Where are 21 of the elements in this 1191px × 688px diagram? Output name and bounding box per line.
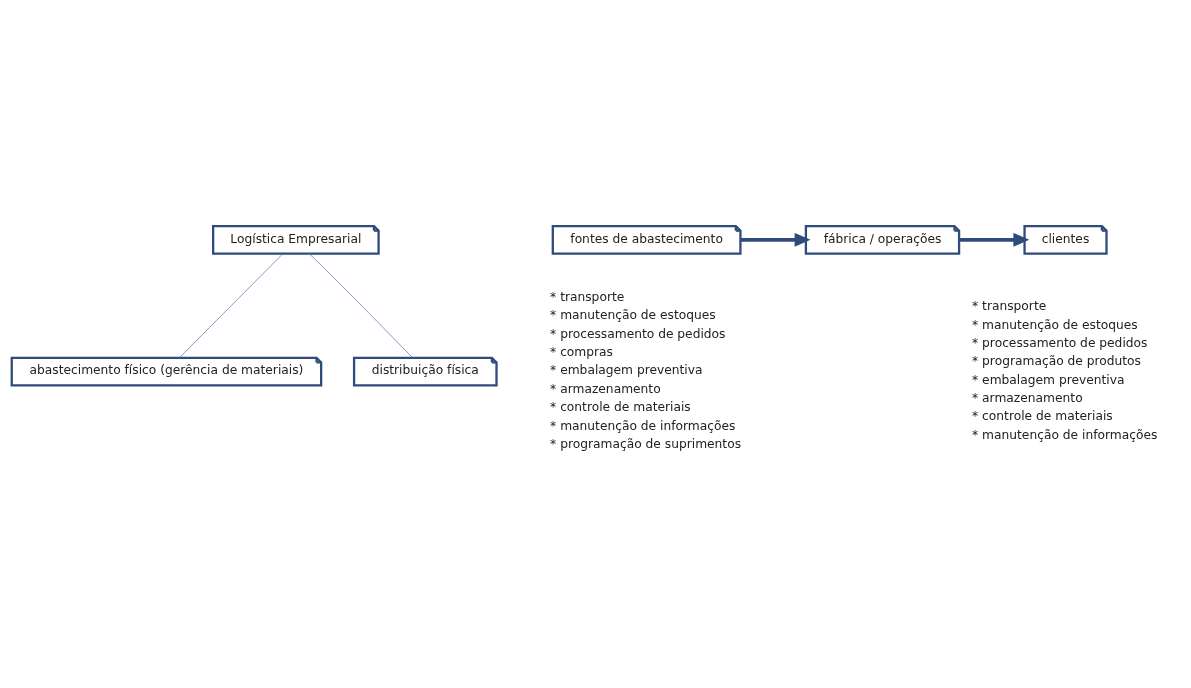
arrow (740, 232, 811, 247)
node-label: * manutenção de informações (550, 418, 736, 433)
node-label: * programação de suprimentos (550, 437, 742, 451)
node-label: * embalagem preventiva (550, 363, 703, 378)
node-label: * armazenamento (550, 381, 661, 396)
node-label: * compras (550, 345, 614, 360)
node-label: * controle de materiais (550, 400, 691, 415)
node-label: * programação de produtos (972, 354, 1142, 369)
node-label: * processamento de pedidos (972, 335, 1148, 350)
node-label: * manutenção de estoques (550, 308, 716, 323)
node-label: * transporte (972, 299, 1047, 314)
node-label: * embalagem preventiva (972, 372, 1125, 387)
node-label: * transporte (550, 289, 625, 304)
node-label: * manutenção de estoques (972, 317, 1138, 332)
node-label: * controle de materiais (972, 409, 1113, 424)
node-label: * processamento de pedidos (550, 326, 726, 341)
node-label: * armazenamento (972, 391, 1083, 406)
node-label: * manutenção de informações (972, 427, 1158, 442)
connector (179, 253, 284, 359)
arrow (959, 232, 1030, 247)
connector (308, 253, 413, 359)
